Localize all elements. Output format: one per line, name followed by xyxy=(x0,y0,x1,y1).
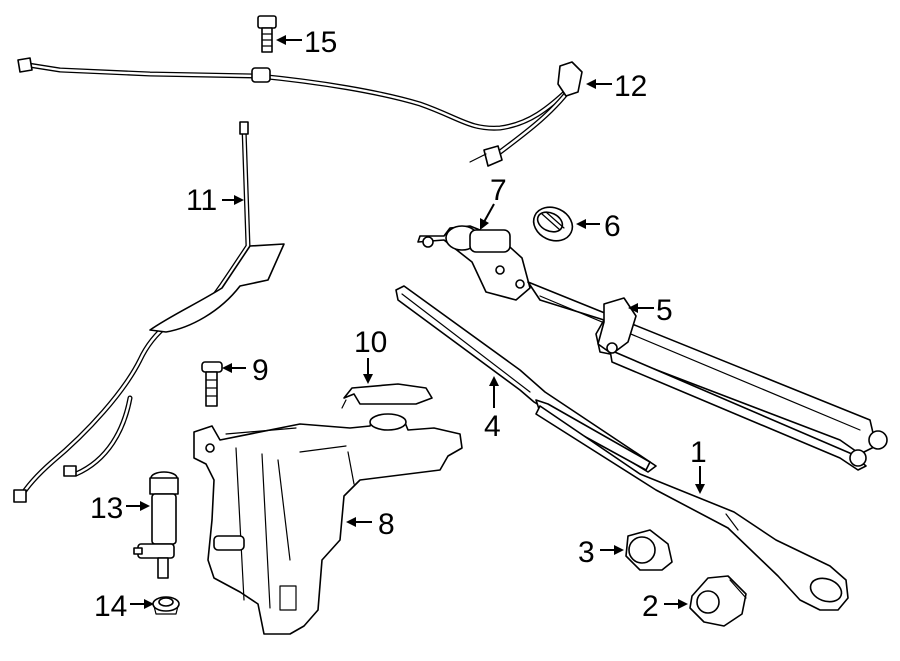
part-2-nut xyxy=(689,575,747,627)
callout-3: 3 xyxy=(578,536,595,569)
callout-2: 2 xyxy=(642,590,659,623)
part-13-washer-pump xyxy=(133,471,179,579)
hose-end-bottom xyxy=(13,489,27,503)
hose-end-branch xyxy=(63,465,77,477)
hose-bracket xyxy=(149,243,285,333)
callout-9: 9 xyxy=(252,354,269,387)
hose-end-top xyxy=(239,121,249,135)
part-6-cap xyxy=(532,206,574,242)
callout-4: 4 xyxy=(484,410,501,443)
part-1-wiper-arm xyxy=(535,405,849,611)
callout-11: 11 xyxy=(186,184,217,217)
callout-8: 8 xyxy=(378,508,395,541)
hose-nozzle-end xyxy=(483,145,503,167)
callout-12: 12 xyxy=(614,70,647,103)
part-7-wiper-motor xyxy=(417,225,531,301)
part-11-hose-bracket xyxy=(13,121,285,503)
callout-15: 15 xyxy=(304,26,337,59)
callout-6: 6 xyxy=(604,210,621,243)
callout-labels: 15 12 11 7 6 5 10 9 4 1 8 13 3 14 2 xyxy=(90,26,707,623)
hose-clip-1 xyxy=(251,67,271,83)
part-3-nut-cap xyxy=(625,529,673,571)
callout-5: 5 xyxy=(656,294,673,327)
hose-end-left xyxy=(17,57,33,73)
callout-10: 10 xyxy=(354,326,387,359)
part-5-linkage xyxy=(527,281,888,471)
callout-7: 7 xyxy=(490,174,507,207)
part-12-washer-hose xyxy=(17,57,583,167)
part-10-cap xyxy=(341,383,433,409)
hose-connector-right xyxy=(557,61,583,97)
callout-13: 13 xyxy=(90,492,123,525)
part-15-bolt xyxy=(257,15,277,53)
part-4-wiper-blade xyxy=(395,285,657,473)
callout-arrows xyxy=(126,35,705,609)
callout-14: 14 xyxy=(94,590,127,623)
part-9-bolt xyxy=(201,361,223,407)
part-8-reservoir xyxy=(193,413,463,635)
part-14-grommet xyxy=(152,596,180,615)
callout-1: 1 xyxy=(690,436,707,469)
